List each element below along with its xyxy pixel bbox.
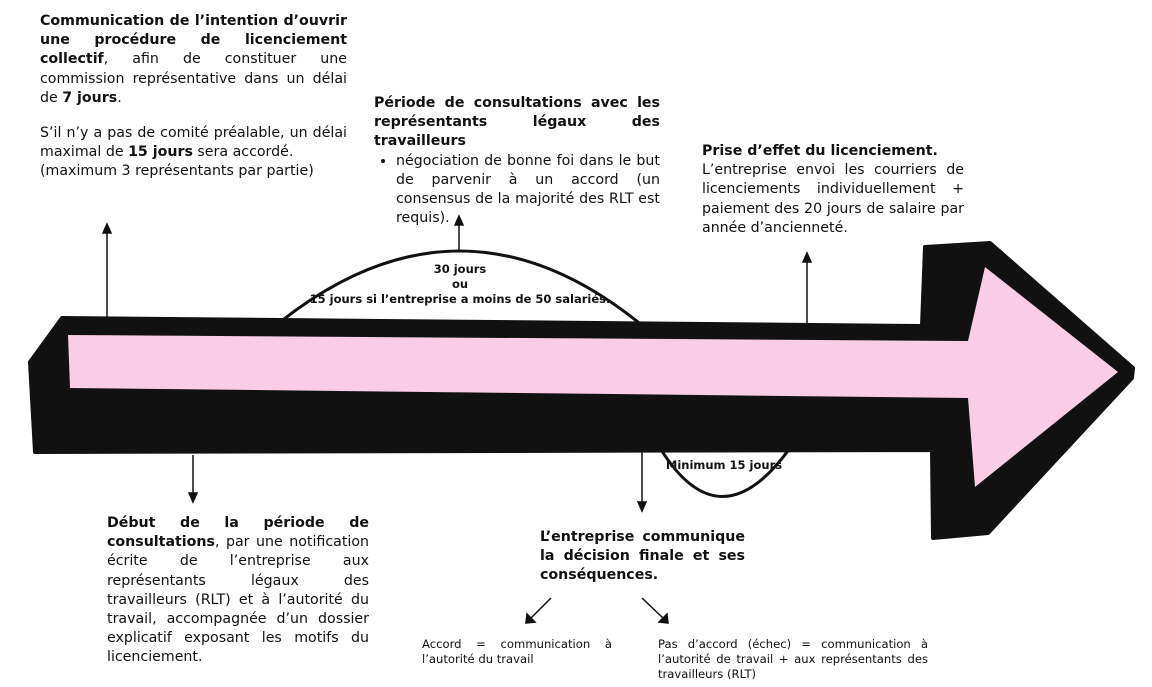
outcome-accord: Accord = communication à l’autorité du t… bbox=[422, 637, 612, 667]
step5-title: L’entreprise communique la décision fina… bbox=[540, 529, 745, 584]
arrow-up-step3 bbox=[801, 251, 813, 326]
arrow-up-step1 bbox=[101, 222, 113, 318]
outcome-no-accord: Pas d’accord (échec) = communication à l… bbox=[658, 637, 928, 683]
step1-note-days: 15 jours bbox=[128, 144, 193, 161]
step4-text: , par une notification écrite de l’entre… bbox=[107, 534, 369, 666]
step2-bullet: négociation de bonne foi dans le but de … bbox=[396, 152, 660, 229]
outcome-no-accord-text: Pas d’accord (échec) = communication à l… bbox=[658, 637, 928, 682]
top-arc-line1: 30 jours bbox=[433, 262, 487, 276]
arrow-down-step4 bbox=[187, 455, 199, 504]
bottom-duration-arc bbox=[658, 447, 792, 498]
step2-title: Période de consultations avec les représ… bbox=[374, 95, 660, 150]
bottom-arc-label: Minimum 15 jours bbox=[658, 458, 790, 473]
bottom-arc-text: Minimum 15 jours bbox=[665, 458, 783, 472]
step1-note-text: S’il n’y a pas de comité préalable, un d… bbox=[40, 125, 347, 161]
step3-block: Prise d’effet du licenciement. L’entrepr… bbox=[702, 142, 964, 238]
arrow-diag-no-accord bbox=[641, 597, 669, 624]
arrow-diag-accord bbox=[525, 597, 552, 624]
step2-block: Période de consultations avec les représ… bbox=[374, 94, 660, 228]
outcome-accord-text: Accord = communication à l’autorité du t… bbox=[422, 637, 612, 667]
step2-list: négociation de bonne foi dans le but de … bbox=[374, 152, 660, 229]
timeline-arrow-fill bbox=[68, 267, 1118, 487]
arrow-down-step5 bbox=[636, 452, 648, 513]
step4-block: Début de la période de consultations, pa… bbox=[107, 514, 369, 668]
top-arc-label: 30 jours ou 15 jours si l’entreprise a m… bbox=[300, 262, 620, 307]
step1-text: , afin de constituer une commission repr… bbox=[40, 51, 347, 106]
top-arc-line3: 15 jours si l’entreprise a moins de 50 s… bbox=[309, 292, 611, 306]
arrow-up-step2 bbox=[453, 214, 465, 252]
step1-note-limit: (maximum 3 représentants par partie) bbox=[40, 163, 314, 180]
step3-text: L’entreprise envoi les courriers de lice… bbox=[702, 162, 964, 236]
step1-title: Communication de l’intention d’ouvrir un… bbox=[40, 13, 347, 68]
step1-block: Communication de l’intention d’ouvrir un… bbox=[40, 12, 347, 108]
step5-block: L’entreprise communique la décision fina… bbox=[540, 528, 745, 586]
step1-note-text-b: sera accordé. bbox=[192, 144, 294, 161]
step1-days: 7 jours bbox=[62, 89, 118, 106]
step3-title: Prise d’effet du licenciement. bbox=[702, 143, 938, 159]
step1-note: S’il n’y a pas de comité préalable, un d… bbox=[40, 124, 347, 182]
step4-title: Début de la période de consultations bbox=[107, 515, 369, 551]
top-arc-line2: ou bbox=[451, 277, 469, 291]
step1-period: . bbox=[117, 89, 122, 106]
